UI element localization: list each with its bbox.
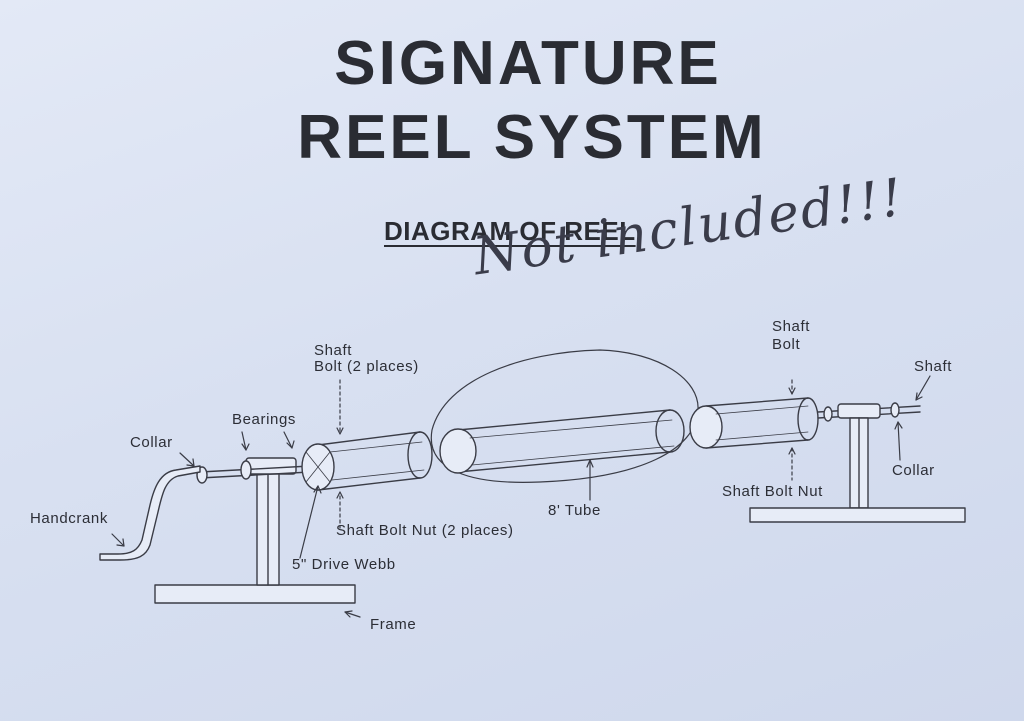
- frame-left-base: [154, 584, 356, 604]
- bearing-block-left: [245, 457, 297, 475]
- drive-cylinder-left: [317, 431, 421, 491]
- label-shaft-bolt-left-2: Bolt (2 places): [314, 358, 419, 375]
- label-shaft-bolt-left-1: Shaft: [314, 342, 353, 359]
- label-handcrank: Handcrank: [30, 510, 108, 527]
- collar-right-ring: [890, 402, 900, 418]
- label-shaft-right: Shaft: [914, 358, 953, 375]
- bearing-left: [240, 460, 252, 480]
- bearing-block-right: [837, 403, 881, 419]
- frame-right-base: [749, 507, 966, 523]
- diagram-subtitle: DIAGRAM OF REEL: [384, 216, 636, 246]
- label-collar-left: Collar: [130, 434, 173, 451]
- label-frame: Frame: [370, 616, 417, 633]
- title-line-2: REEL SYSTEM: [297, 103, 767, 172]
- cylinder-right: [705, 397, 809, 449]
- label-bearings: Bearings: [232, 411, 297, 428]
- label-shaft-bolt-nut-left: Shaft Bolt Nut (2 places): [336, 522, 514, 539]
- label-tube: 8' Tube: [548, 502, 601, 519]
- title-line-1: SIGNATURE: [334, 29, 722, 98]
- label-shaft-bolt-right-1: Shaft: [772, 318, 811, 335]
- tube-body: [457, 409, 671, 473]
- label-shaft-bolt-right-2: Bolt: [772, 336, 801, 353]
- label-collar-right: Collar: [892, 462, 935, 479]
- label-shaft-bolt-nut-right: Shaft Bolt Nut: [722, 483, 823, 500]
- handcrank: [99, 465, 201, 561]
- label-drive-webb: 5" Drive Webb: [292, 556, 396, 573]
